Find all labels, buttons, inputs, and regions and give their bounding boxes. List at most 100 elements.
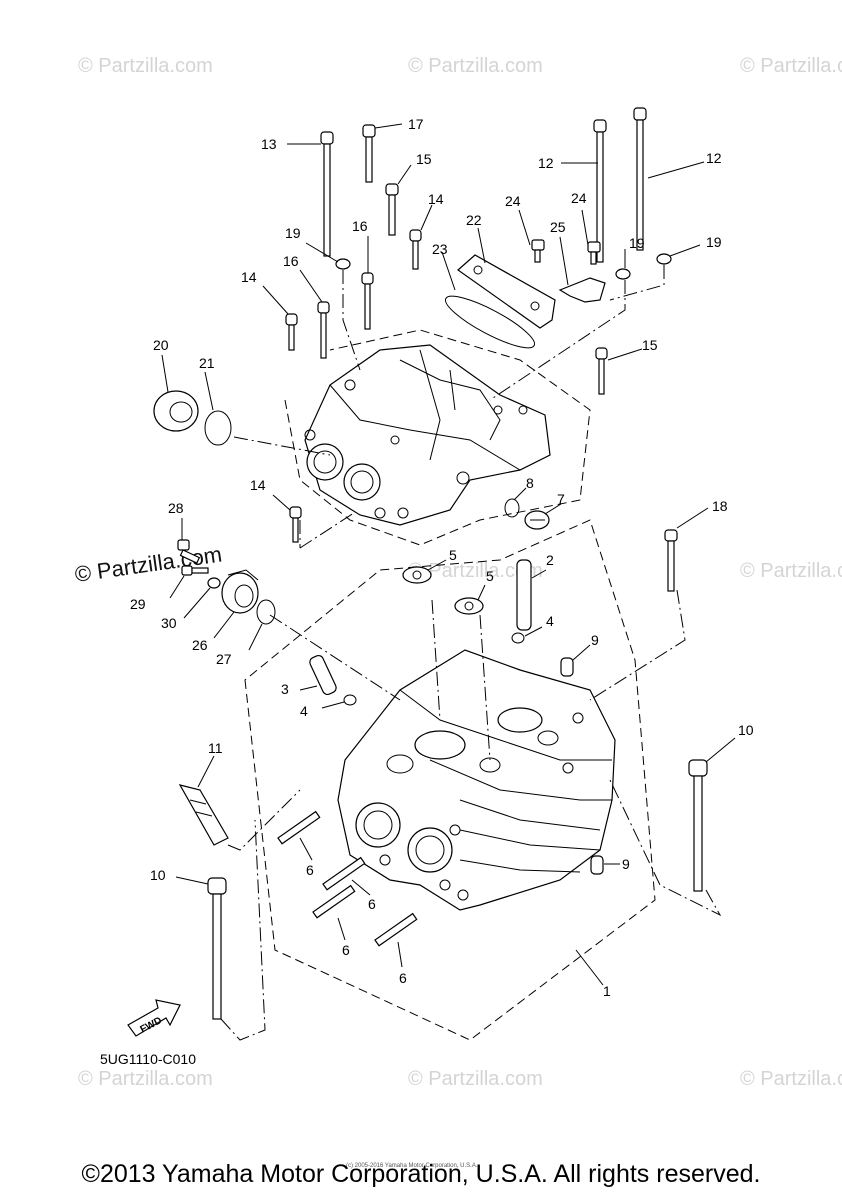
callout-6: 6: [399, 970, 407, 986]
callout-4: 4: [300, 703, 308, 719]
callout-19: 19: [706, 234, 722, 250]
o-ring-27: [256, 599, 276, 625]
diagram-code: 5UG1110-C010: [100, 1051, 196, 1067]
watermark: © Partzilla.com: [78, 55, 213, 77]
washer-30: [207, 577, 221, 589]
washer-19-a: [335, 258, 351, 270]
watermark: © Partzilla.com: [78, 1068, 213, 1090]
callout-14: 14: [428, 191, 444, 207]
bolt-12-b: [633, 107, 647, 251]
bolt-16-a: [361, 272, 374, 330]
callout-3: 3: [281, 681, 289, 697]
bolt-10-b: [207, 877, 227, 1020]
callout-14: 14: [241, 269, 257, 285]
copyright-notice: ©2013 Yamaha Motor Corporation, U.S.A. A…: [81, 1160, 761, 1188]
callout-21: 21: [199, 355, 215, 371]
valve-guide-5-a: [402, 566, 432, 584]
bolt-14-b: [285, 313, 298, 351]
bolt-17: [362, 124, 376, 183]
o-ring-8: [504, 498, 520, 518]
callout-27: 27: [216, 651, 232, 667]
callout-16: 16: [283, 253, 299, 269]
bolt-12-a: [593, 119, 607, 263]
valve-guide-3: [309, 654, 337, 696]
callout-2: 2: [546, 552, 554, 568]
alignment-lines: [220, 265, 722, 1041]
callout-19: 19: [629, 235, 645, 251]
bolt-16-b: [317, 301, 330, 359]
bolts: [207, 107, 708, 1020]
callout-5: 5: [449, 547, 457, 563]
watermark-prominent: © Partzilla.com: [73, 542, 223, 587]
small-parts: [153, 239, 672, 947]
callout-9: 9: [622, 856, 630, 872]
callout-29: 29: [130, 596, 146, 612]
dowel-9-b: [590, 855, 604, 875]
plug-20: [153, 390, 199, 432]
bolt-18: [664, 529, 678, 592]
callout-4: 4: [546, 613, 554, 629]
callout-labels: 13 17 15 14 16 19 16 14 22 24 24 25 23 1…: [130, 116, 754, 999]
clip-4-b: [343, 694, 357, 706]
callout-6: 6: [342, 942, 350, 958]
callout-11: 11: [208, 740, 223, 756]
watermark: © Partzilla.com: [408, 55, 543, 77]
callout-22: 22: [466, 212, 482, 228]
callout-24: 24: [505, 193, 521, 209]
stud-bolts-6: [277, 810, 418, 947]
thermostat-26: [221, 569, 259, 614]
bolt-29: [181, 565, 209, 576]
watermark: © Partzilla.com: [740, 1068, 842, 1090]
fwd-arrow: FWD: [127, 999, 181, 1037]
callout-16: 16: [352, 218, 368, 234]
valve-guide-5-b: [454, 597, 484, 615]
assembly-outlines: [244, 329, 656, 1041]
valve-guide-2: [516, 559, 532, 631]
callout-5: 5: [486, 568, 494, 584]
bolt-24-b: [587, 241, 601, 265]
callout-9: 9: [591, 632, 599, 648]
callout-18: 18: [712, 498, 728, 514]
watermark: © Partzilla.com: [740, 55, 842, 77]
callout-8: 8: [526, 475, 534, 491]
watermark: © Partzilla.com: [408, 560, 543, 582]
o-ring-21: [204, 410, 232, 446]
callout-10: 10: [150, 867, 166, 883]
watermark: © Partzilla.com: [408, 1068, 543, 1090]
callout-15: 15: [416, 151, 432, 167]
callout-13: 13: [261, 136, 277, 152]
bolt-14-c: [289, 506, 302, 543]
plate-22: [457, 254, 556, 329]
callout-25: 25: [550, 219, 566, 235]
callout-24: 24: [571, 190, 587, 206]
callout-6: 6: [306, 862, 314, 878]
plug-7: [524, 510, 550, 530]
bolt-14-a: [409, 229, 422, 270]
bolt-15-b: [595, 347, 608, 395]
leader-lines: [161, 123, 736, 986]
callout-12: 12: [706, 150, 722, 166]
bolt-10-a: [688, 759, 708, 892]
callout-14: 14: [250, 477, 266, 493]
callout-20: 20: [153, 337, 169, 353]
bolt-13: [320, 131, 334, 257]
clip-4-a: [511, 632, 525, 644]
callout-23: 23: [432, 241, 448, 257]
callout-7: 7: [557, 491, 565, 507]
callout-30: 30: [161, 615, 177, 631]
bolt-15: [385, 183, 399, 236]
dowel-9-a: [560, 657, 574, 677]
callout-10: 10: [738, 722, 754, 738]
gasket-23: [444, 295, 536, 349]
callout-1: 1: [603, 983, 611, 999]
callout-17: 17: [408, 116, 424, 132]
cylinder-head-cover: [304, 344, 551, 526]
callout-6: 6: [368, 896, 376, 912]
callout-15: 15: [642, 337, 658, 353]
bracket-25: [558, 277, 606, 303]
bolt-24-a: [531, 239, 545, 263]
cylinder-head: [337, 649, 616, 911]
callout-12: 12: [538, 155, 554, 171]
spark-plug-11: [178, 784, 229, 846]
